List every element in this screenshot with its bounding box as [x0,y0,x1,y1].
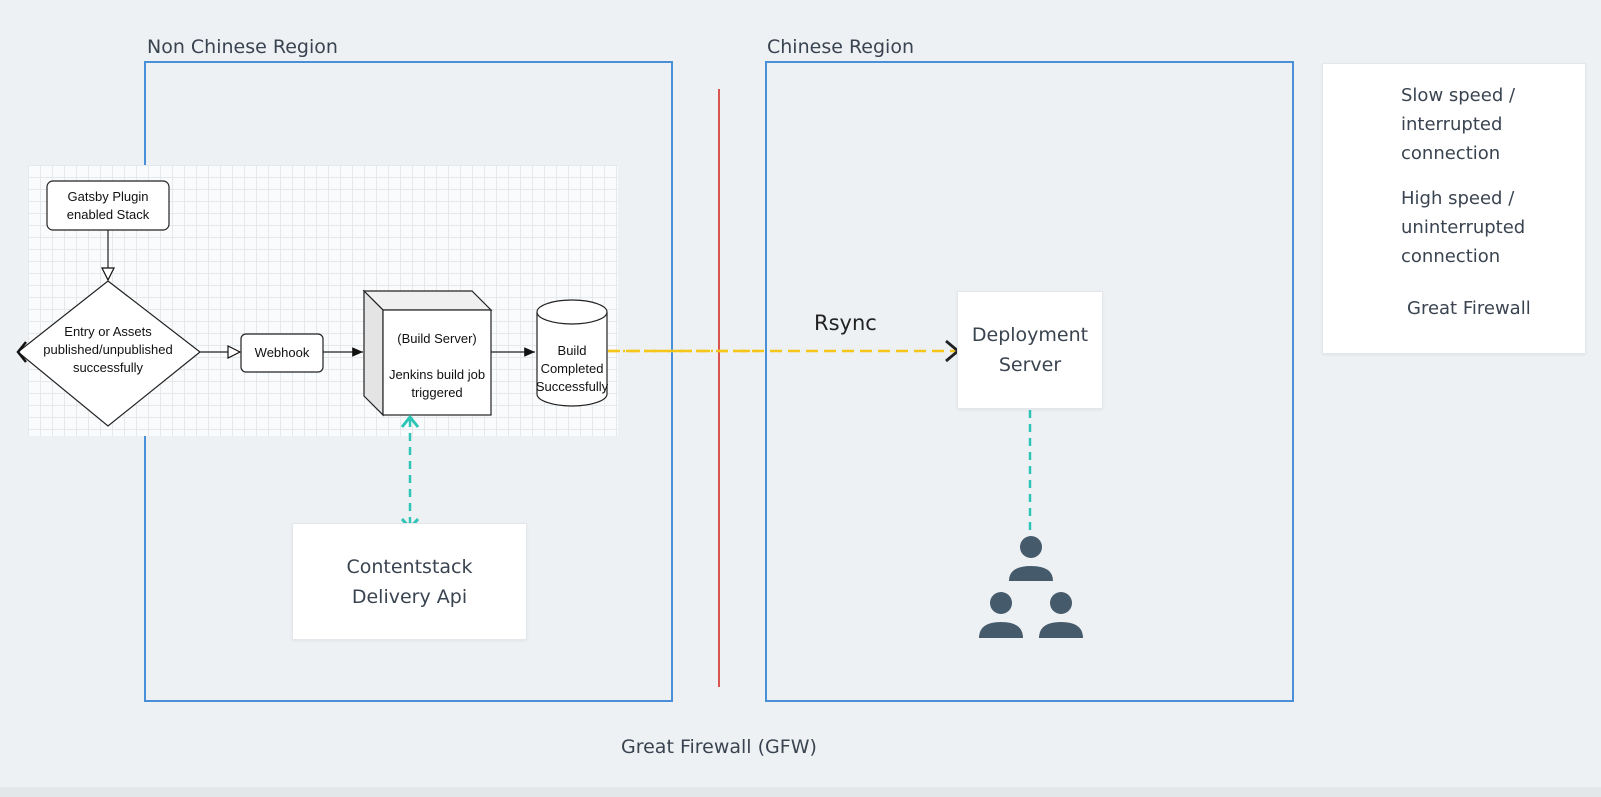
up-arrowhead-icon [400,414,420,428]
bottom-strip [0,787,1601,797]
users-group-icon [979,536,1083,638]
build-server-node: (Build Server) Jenkins build job trigger… [362,289,493,417]
build-server-line-3: Jenkins build job [389,367,485,382]
build-completed-line-1: Build [558,343,587,358]
decision-node: Entry or Assets published/unpublished su… [17,280,201,427]
gatsby-stack-line-1: Gatsby Plugin [68,189,149,204]
legend-panel [1322,63,1586,354]
delivery-api-card: Contentstack Delivery Api [292,523,527,640]
decision-line-3: successfully [73,360,144,375]
build-completed-line-2: Completed [541,361,604,376]
rsync-label: Rsync [814,311,877,335]
chinese-region-box [765,61,1294,702]
left-chevron-icon [16,341,27,363]
delivery-api-label: Contentstack Delivery Api [346,555,473,608]
legend-firewall-item: Great Firewall [1407,294,1531,323]
webhook-label: Webhook [255,345,310,360]
gatsby-stack-line-2: enabled Stack [67,207,150,222]
legend-slow-label: Slow speed / interrupted connection [1401,85,1516,164]
webhook-node: Webhook [240,333,324,373]
legend-fast-label: High speed / uninterrupted connection [1401,188,1526,267]
build-completed-line-3: Successfully [536,379,609,394]
firewall-caption: Great Firewall (GFW) [621,736,817,758]
legend-fast-item: High speed / uninterrupted connection [1401,184,1525,271]
non-chinese-region-title: Non Chinese Region [147,36,338,58]
decision-line-1: Entry or Assets [64,324,152,339]
chinese-region-title: Chinese Region [767,36,914,58]
legend-firewall-label: Great Firewall [1407,298,1531,319]
decision-line-2: published/unpublished [43,342,172,357]
build-completed-node: Build Completed Successfully [536,299,609,407]
build-server-line-1: (Build Server) [397,331,476,346]
deployment-server-label: Deployment Server [971,324,1089,376]
build-server-line-4: triggered [411,385,462,400]
legend-slow-item: Slow speed / interrupted connection [1401,81,1515,168]
deployment-server-card: Deployment Server [957,291,1103,409]
gatsby-stack-node: Gatsby Plugin enabled Stack [46,180,170,231]
great-firewall-line [718,89,720,687]
